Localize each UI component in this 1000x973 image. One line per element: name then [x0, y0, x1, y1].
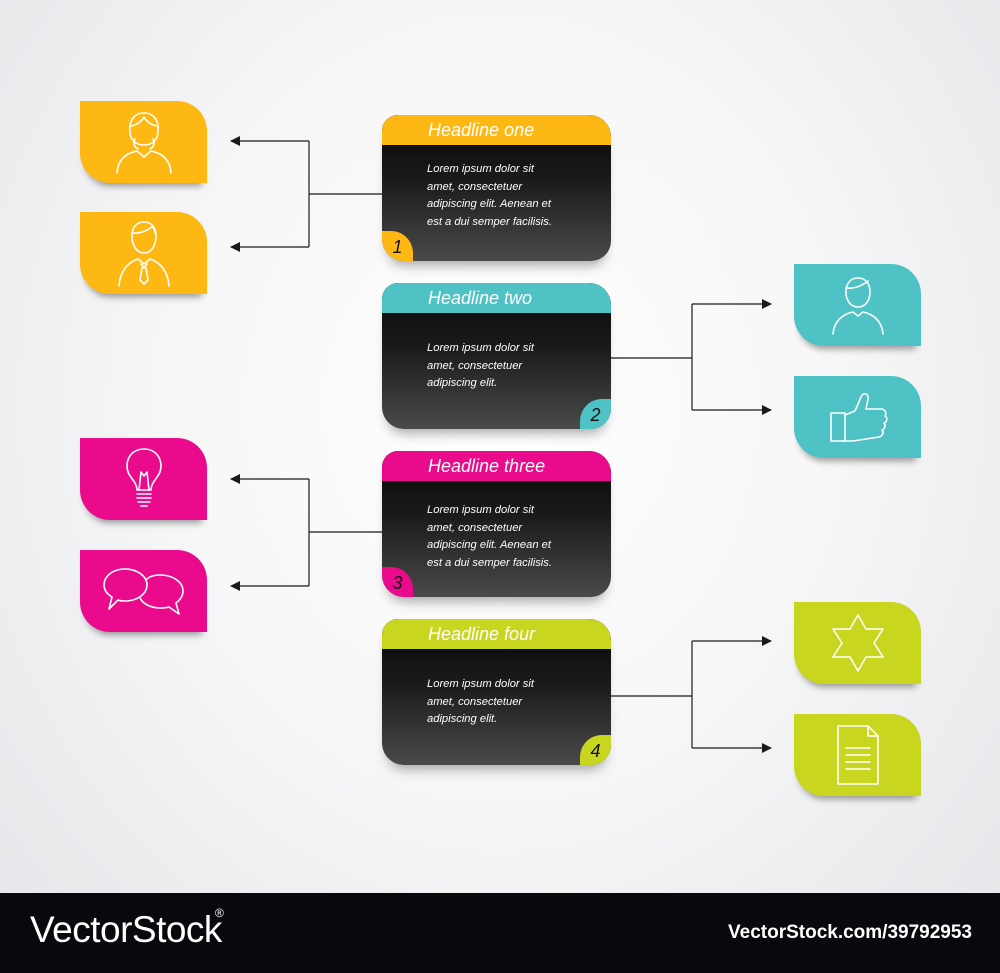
tile-step-2-b: [794, 376, 921, 458]
body-line: amet, consectetuer: [427, 359, 523, 372]
step-number-4: 4: [580, 735, 611, 765]
body-line: amet, consectetuer: [427, 521, 523, 534]
speech-bubbles-icon: [102, 568, 184, 615]
lightbulb-icon: [125, 448, 162, 507]
tile-step-4-b: [794, 714, 921, 796]
step-number-1: 1: [382, 231, 413, 261]
thumbs-up-icon: [829, 393, 888, 442]
watermark-footer: VectorStock ® VectorStock.com/39792953: [0, 893, 1000, 973]
step-card-4: Headline four Lorem ipsum dolor sit amet…: [382, 619, 611, 765]
body-line: est a dui semper facilisis.: [427, 215, 552, 228]
step-card-2: Headline two Lorem ipsum dolor sit amet,…: [382, 283, 611, 429]
user-icon: [831, 277, 884, 335]
body-line: Lorem ipsum dolor sit: [427, 163, 534, 175]
step-card-3-header: Headline three: [382, 451, 611, 481]
tile-step-2-a: [794, 264, 921, 346]
step-card-2-header: Headline two: [382, 283, 611, 313]
step-number-2: 2: [580, 399, 611, 429]
man-with-tie-icon: [117, 221, 170, 287]
step-card-1: Headline one Lorem ipsum dolor sit amet,…: [382, 115, 611, 261]
body-line: adipiscing elit. Aenean et: [427, 198, 551, 210]
stock-id: VectorStock.com/39792953: [728, 922, 972, 943]
tile-step-3-b: [80, 550, 207, 632]
tile-step-1-b: [80, 212, 207, 294]
step-card-1-body: Lorem ipsum dolor sit amet, consectetuer…: [427, 161, 599, 231]
step-card-4-body: Lorem ipsum dolor sit amet, consectetuer…: [427, 676, 599, 729]
body-line: Lorem ipsum dolor sit: [427, 678, 534, 690]
tile-step-3-a: [80, 438, 207, 520]
woman-user-icon: [115, 112, 172, 174]
step-card-2-body: Lorem ipsum dolor sit amet, consectetuer…: [427, 340, 599, 393]
registered-mark: ®: [215, 906, 224, 920]
step-card-4-header: Headline four: [382, 619, 611, 649]
body-line: amet, consectetuer: [427, 695, 523, 708]
body-line: adipiscing elit.: [427, 713, 498, 725]
tile-step-1-a: [80, 101, 207, 183]
body-line: est a dui semper facilisis.: [427, 556, 552, 569]
step-card-3: Headline three Lorem ipsum dolor sit ame…: [382, 451, 611, 597]
document-icon: [836, 725, 879, 785]
connector-lines: [230, 136, 772, 753]
tile-step-4-a: [794, 602, 921, 684]
body-line: Lorem ipsum dolor sit: [427, 504, 534, 516]
step-card-3-body: Lorem ipsum dolor sit amet, consectetuer…: [427, 502, 599, 572]
body-line: adipiscing elit.: [427, 377, 498, 389]
body-line: amet, consectetuer: [427, 180, 523, 193]
step-card-1-header: Headline one: [382, 115, 611, 145]
body-line: adipiscing elit. Aenean et: [427, 539, 551, 551]
body-line: Lorem ipsum dolor sit: [427, 342, 534, 354]
step-number-3: 3: [382, 567, 413, 597]
flowchart-diagram: Headline one Lorem ipsum dolor sit amet,…: [80, 101, 921, 796]
star-icon: [831, 614, 884, 672]
brand-logo: VectorStock: [30, 909, 222, 950]
